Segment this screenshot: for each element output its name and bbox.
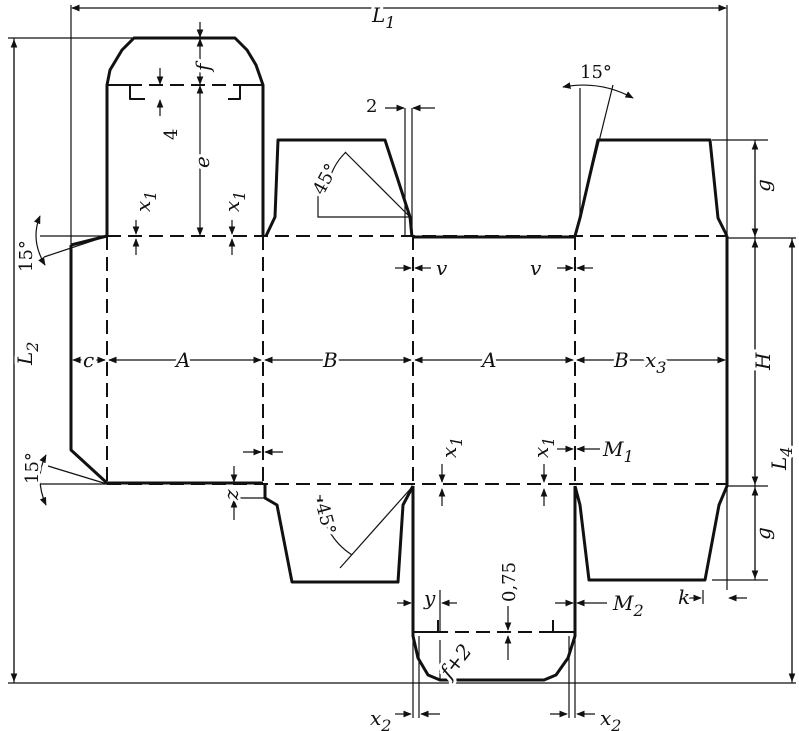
dimension-y: y bbox=[397, 583, 457, 632]
dimension-0-75: 0,75 bbox=[496, 559, 523, 660]
label-g-top: g bbox=[751, 179, 775, 192]
label-M2: M2 bbox=[612, 591, 644, 620]
dimension-x2: x2 x2 bbox=[367, 636, 624, 731]
label-g-bottom: g bbox=[751, 527, 775, 540]
dimension-x1-top: x1 x1 bbox=[128, 188, 252, 255]
label-L2: L2 bbox=[13, 342, 42, 366]
dimension-g-top: g bbox=[748, 141, 778, 237]
dimension-x1-bottom: x1 x1 bbox=[434, 434, 561, 506]
label-k: k bbox=[678, 585, 690, 609]
label-x2-left: x2 bbox=[370, 706, 391, 731]
angle-15-left-bottom: 15° bbox=[19, 449, 108, 506]
label-L4: L4 bbox=[767, 447, 796, 471]
label-B-right: B bbox=[613, 348, 629, 372]
label-x2-right: x2 bbox=[600, 706, 621, 731]
label-c: c bbox=[83, 348, 94, 372]
dimension-H: H bbox=[748, 239, 778, 485]
label-x1-c: x1 bbox=[437, 437, 466, 458]
label-45-bottom: 45° bbox=[311, 501, 340, 537]
label-x1-a: x1 bbox=[131, 191, 160, 212]
label-15-right: 15° bbox=[580, 62, 612, 83]
label-f: f bbox=[191, 60, 215, 73]
panel-width-dimensions: c A B A B x3 bbox=[72, 345, 726, 380]
label-y: y bbox=[423, 586, 436, 610]
dimension-4: 4 bbox=[156, 68, 185, 143]
label-x1-d: x1 bbox=[529, 437, 558, 458]
label-v-left: v bbox=[436, 256, 448, 280]
dimension-M1: M1 bbox=[557, 434, 637, 469]
label-0-75: 0,75 bbox=[499, 562, 520, 602]
dimension-L2: L2 bbox=[10, 39, 45, 682]
dimension-M2: M2 bbox=[555, 588, 647, 623]
angle-15-right: 15° bbox=[562, 59, 634, 219]
label-H: H bbox=[751, 352, 775, 371]
label-e: e bbox=[190, 156, 214, 168]
dimension-L1: L1 bbox=[71, 0, 727, 35]
dimension-k: k bbox=[675, 582, 747, 612]
label-45-top: 45° bbox=[309, 160, 343, 198]
label-4: 4 bbox=[161, 129, 182, 140]
dimension-slot-2: 2 bbox=[363, 93, 435, 237]
label-15-bottom: 15° bbox=[22, 452, 43, 484]
label-x1-b: x1 bbox=[220, 191, 249, 212]
dimension-z: z bbox=[216, 466, 265, 520]
dimension-f-plus-2: f+2 bbox=[431, 636, 480, 687]
tuck-notches bbox=[107, 84, 575, 633]
label-z: z bbox=[219, 489, 243, 501]
label-B-left: B bbox=[322, 348, 338, 372]
label-A-right: A bbox=[480, 348, 496, 372]
label-2: 2 bbox=[366, 96, 377, 117]
dimension-f-e: f e bbox=[187, 22, 218, 236]
dimension-v: v v bbox=[395, 253, 593, 283]
label-M1: M1 bbox=[602, 437, 634, 466]
label-x3: x3 bbox=[645, 348, 666, 377]
angle-15-left-top: 15° bbox=[13, 215, 108, 275]
label-L1: L1 bbox=[371, 3, 395, 32]
dimension-L4: L4 bbox=[764, 239, 799, 682]
label-15-top: 15° bbox=[16, 240, 37, 272]
dimension-g-bottom: g bbox=[748, 487, 778, 579]
angle-45-top: 45° bbox=[306, 151, 411, 218]
angle-45-bottom: 45° bbox=[308, 485, 414, 569]
label-v-right: v bbox=[530, 256, 542, 280]
label-A-left: A bbox=[174, 348, 190, 372]
